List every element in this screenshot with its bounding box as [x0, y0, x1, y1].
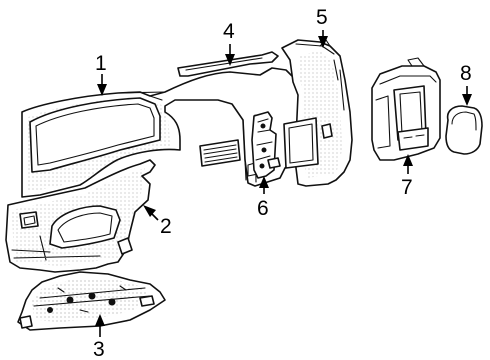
access-cover-lid — [445, 105, 483, 155]
callout-label-6: 6 — [257, 197, 269, 220]
callout-4: 4 — [223, 20, 235, 66]
rear-pillar-trim-panel — [281, 39, 353, 187]
callout-7: 7 — [401, 154, 413, 199]
roof-side-trim-strip — [177, 51, 279, 77]
callout-3: 3 — [93, 314, 105, 360]
callout-label-2: 2 — [160, 215, 172, 238]
callout-8: 8 — [460, 62, 472, 106]
callout-label-3: 3 — [93, 338, 105, 360]
callout-2: 2 — [143, 205, 172, 238]
callout-6: 6 — [257, 176, 269, 220]
floor-trim-plate — [17, 271, 166, 331]
callout-5: 5 — [316, 6, 328, 48]
mounting-bracket — [251, 111, 281, 179]
lower-quarter-trim-panel — [5, 159, 156, 273]
storage-compartment — [371, 57, 441, 161]
callout-label-8: 8 — [460, 62, 472, 85]
callout-label-1: 1 — [95, 52, 107, 75]
callout-1: 1 — [95, 52, 107, 96]
vent-grille-icon — [199, 139, 241, 167]
callout-label-4: 4 — [223, 20, 235, 43]
callout-label-7: 7 — [401, 176, 413, 199]
callout-label-5: 5 — [316, 6, 328, 29]
quarter-trim-panel — [21, 67, 301, 198]
